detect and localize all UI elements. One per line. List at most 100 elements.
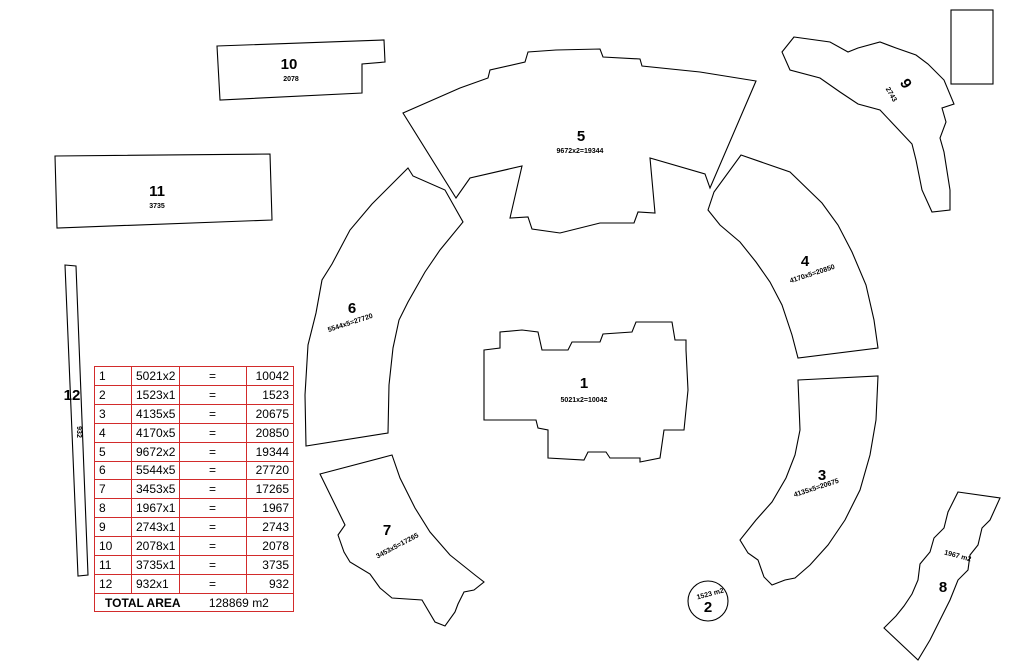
row-calculation: 4135x5 — [131, 403, 180, 424]
building-6: 6 5544x5=27720 — [304, 167, 464, 447]
row-calculation: 3453x5 — [131, 479, 180, 500]
row-index: 5 — [94, 441, 132, 462]
row-index: 9 — [94, 517, 132, 538]
row-area-value: 2078 — [245, 536, 294, 557]
row-area-value: 17265 — [245, 479, 294, 500]
row-index: 7 — [94, 479, 132, 500]
building-11-outline — [54, 153, 273, 229]
row-index: 3 — [94, 403, 132, 424]
building-10-number: 10 — [281, 56, 298, 73]
building-5-area-label: 9672x2=19344 — [557, 148, 604, 155]
row-index: 10 — [94, 536, 132, 557]
row-calculation: 2078x1 — [131, 536, 180, 557]
building-6-number: 6 — [348, 300, 356, 317]
row-index: 1 — [94, 366, 132, 386]
building-2: 1523 m2 2 — [687, 580, 729, 622]
row-index: 11 — [94, 555, 132, 575]
row-calculation: 1523x1 — [131, 384, 180, 405]
row-index: 2 — [94, 384, 132, 405]
row-calculation: 932x1 — [131, 573, 180, 595]
row-equals: = — [178, 555, 247, 575]
building-10-outline — [216, 39, 386, 101]
row-area-value: 10042 — [245, 366, 294, 386]
row-calculation: 1967x1 — [131, 498, 180, 519]
row-equals: = — [178, 403, 247, 424]
building-8-number: 8 — [939, 579, 947, 596]
building-12-area-label: 932 — [75, 426, 82, 438]
building-11-number: 11 — [149, 183, 165, 200]
building-6-outline — [304, 167, 464, 447]
row-equals: = — [178, 517, 247, 538]
building-8-outline — [883, 491, 1001, 661]
row-area-value: 932 — [245, 573, 294, 595]
building-1-outline — [483, 321, 689, 463]
building-2-outline — [687, 580, 729, 622]
row-calculation: 5544x5 — [131, 460, 180, 481]
row-equals: = — [178, 441, 247, 462]
row-index: 8 — [94, 498, 132, 519]
row-area-value: 1967 — [245, 498, 294, 519]
row-area-value: 19344 — [245, 441, 294, 462]
row-equals: = — [178, 498, 247, 519]
building-9: 9 2743 — [781, 36, 955, 213]
row-area-value: 1523 — [245, 384, 294, 405]
row-area-value: 20850 — [245, 422, 294, 443]
building-7-outline — [319, 454, 485, 627]
building-12-outline — [64, 264, 89, 577]
row-equals: = — [178, 384, 247, 405]
building-4-number: 4 — [801, 253, 810, 270]
building-5-outline — [402, 48, 757, 234]
building-3-number: 3 — [818, 467, 826, 484]
building-3: 3 4135x5=20675 — [739, 375, 879, 586]
building-12-number: 12 — [64, 387, 81, 404]
row-calculation: 5021x2 — [131, 366, 180, 386]
building-10: 10 2078 — [216, 39, 386, 101]
total-cell: TOTAL AREA 128869 m2 — [94, 593, 294, 612]
row-area-value: 2743 — [245, 517, 294, 538]
total-row: TOTAL AREA 128869 m2 — [94, 593, 294, 612]
total-label: TOTAL AREA — [105, 595, 181, 610]
row-equals: = — [178, 573, 247, 595]
row-equals: = — [178, 422, 247, 443]
row-index: 4 — [94, 422, 132, 443]
building-4-outline — [707, 154, 879, 359]
row-calculation: 2743x1 — [131, 517, 180, 538]
row-equals: = — [178, 366, 247, 386]
row-calculation: 3735x1 — [131, 555, 180, 575]
building-12: 12 932 — [64, 264, 89, 577]
building-5-number: 5 — [577, 128, 585, 145]
building-1-number: 1 — [580, 375, 588, 392]
building-1-area-label: 5021x2=10042 — [561, 397, 608, 404]
building-7: 7 3453x5=17265 — [319, 454, 485, 627]
building-1: 1 5021x2=10042 — [483, 321, 689, 463]
row-index: 6 — [94, 460, 132, 481]
building-2-number: 2 — [704, 599, 712, 616]
row-equals: = — [178, 460, 247, 481]
total-value: 128869 m2 — [208, 595, 269, 610]
building-10-area-label: 2078 — [283, 76, 299, 83]
building-unlabeled — [950, 9, 994, 85]
building-7-number: 7 — [383, 522, 391, 539]
row-calculation: 9672x2 — [131, 441, 180, 462]
row-equals: = — [178, 536, 247, 557]
row-calculation: 4170x5 — [131, 422, 180, 443]
building-9-outline — [781, 36, 955, 213]
building-3-outline — [739, 375, 879, 586]
row-area-value: 20675 — [245, 403, 294, 424]
row-index: 12 — [94, 573, 132, 595]
